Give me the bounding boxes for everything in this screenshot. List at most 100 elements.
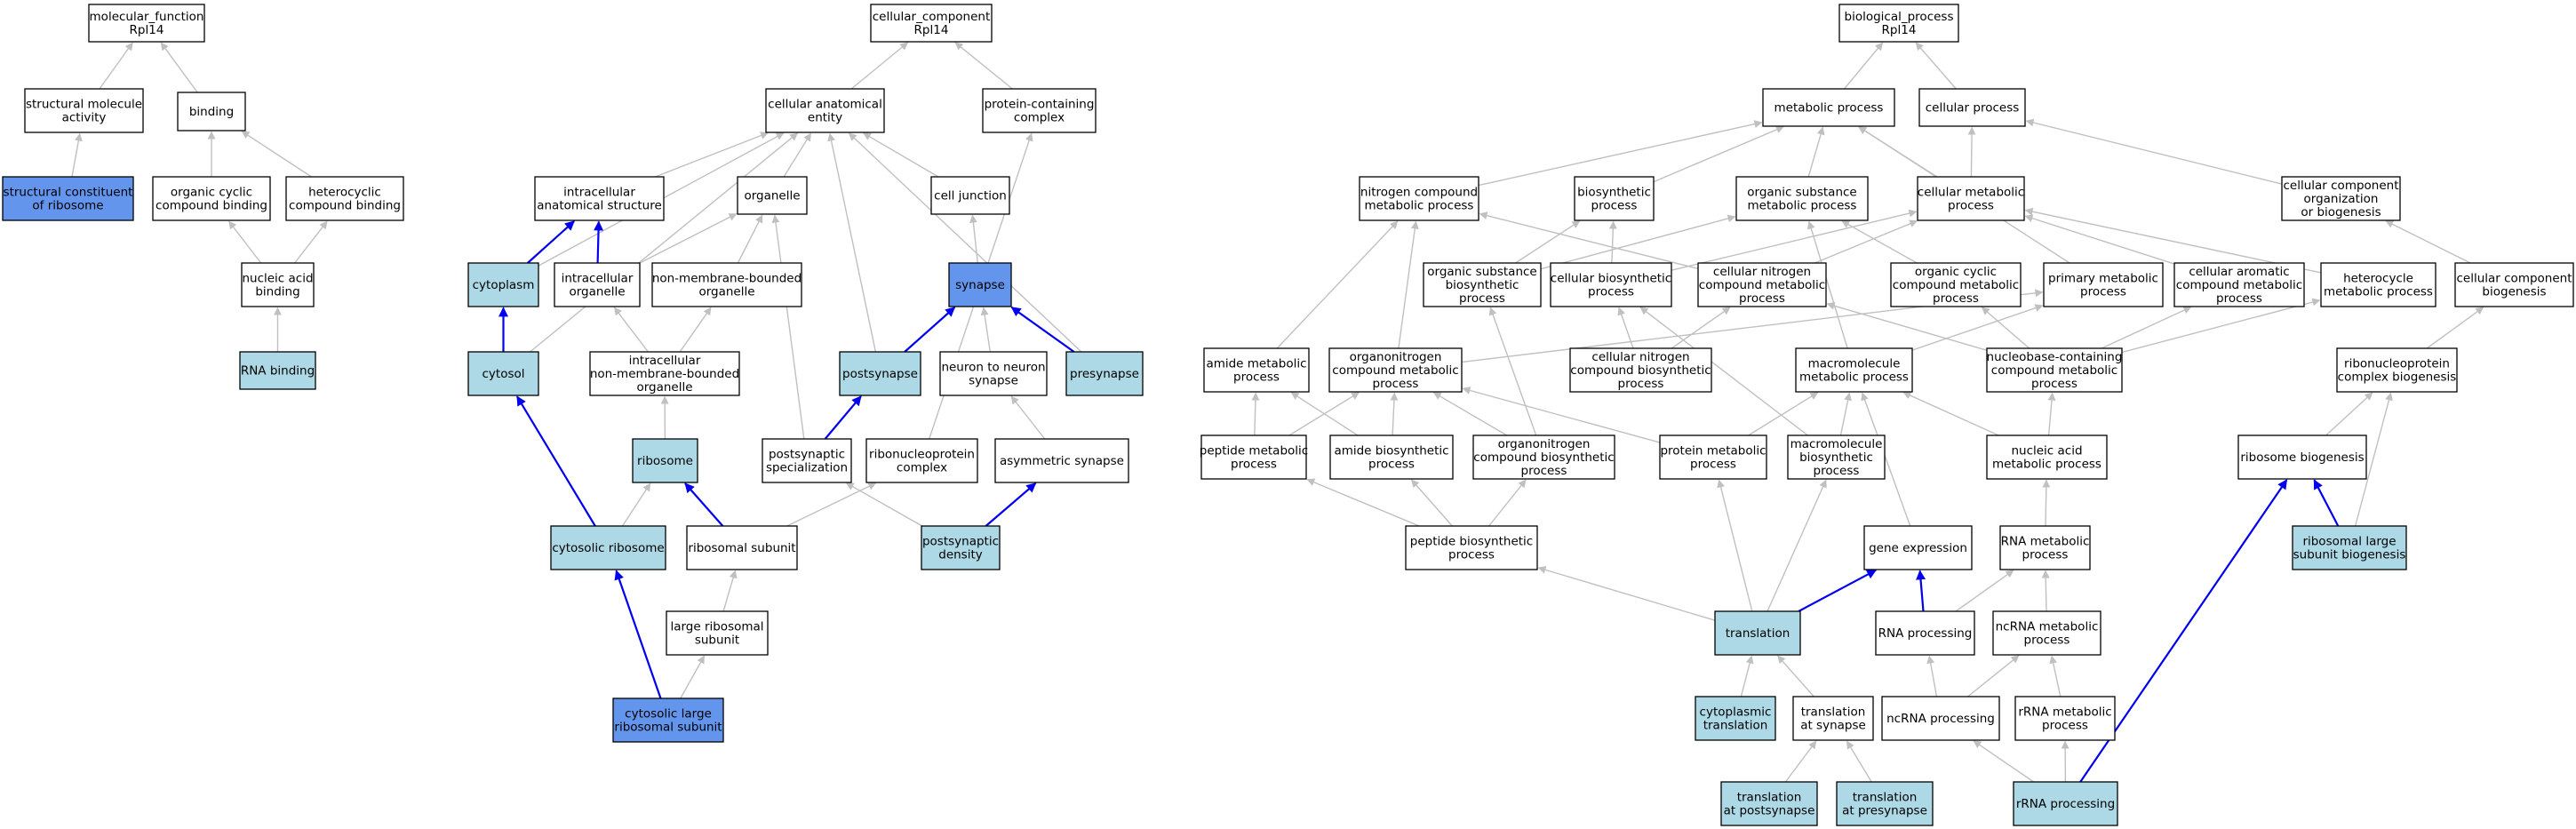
node-inmbo[interactable]: intracellularnon-membrane-boundedorganel… bbox=[589, 351, 740, 396]
node-label: cellular component bbox=[2283, 179, 2398, 193]
node-box bbox=[1569, 347, 1712, 393]
node-cellproc[interactable]: cellular process bbox=[1918, 88, 2026, 127]
node-organelle[interactable]: organelle bbox=[737, 176, 808, 215]
node-label: nucleobase-containing bbox=[1987, 350, 2123, 364]
edge-intra_org-to-ias bbox=[594, 220, 604, 264]
node-rna_bind[interactable]: RNA binding bbox=[239, 351, 316, 390]
edge-cacmp-to-cmp bbox=[2024, 214, 2175, 265]
node-box bbox=[467, 351, 539, 396]
node-cytosol[interactable]: cytosol bbox=[467, 351, 539, 396]
node-label: large ribosomal bbox=[670, 620, 763, 634]
node-presynapse[interactable]: presynapse bbox=[1065, 351, 1144, 396]
node-metab[interactable]: metabolic process bbox=[1762, 88, 1895, 127]
node-cytoplasm[interactable]: cytoplasm bbox=[467, 262, 539, 307]
node-label: process bbox=[1233, 371, 1280, 385]
node-celljunc[interactable]: cell junction bbox=[930, 176, 1010, 215]
node-box bbox=[1838, 4, 1959, 43]
edge-postsyn_dens-to-asym_syn bbox=[985, 482, 1037, 527]
node-geneexp[interactable]: gene expression bbox=[1863, 525, 1973, 570]
node-box bbox=[1329, 434, 1454, 480]
node-cyto_ribo[interactable]: cytosolic ribosome bbox=[550, 525, 666, 570]
node-asym_syn[interactable]: asymmetric synapse bbox=[994, 438, 1129, 483]
node-rrnaproc[interactable]: rRNA processing bbox=[2013, 781, 2118, 826]
node-translation[interactable]: translation bbox=[1714, 610, 1801, 656]
node-label: macromolecule bbox=[1790, 437, 1883, 451]
node-box bbox=[589, 351, 740, 396]
edge-mbp-to-mmp bbox=[1839, 392, 1852, 436]
node-label: intracellular bbox=[563, 186, 635, 200]
node-binding[interactable]: binding bbox=[177, 92, 246, 132]
node-label: entity bbox=[808, 111, 842, 125]
node-label: metabolic process bbox=[1748, 199, 1857, 213]
node-label: synapse bbox=[969, 374, 1018, 388]
node-ncrnaproc[interactable]: ncRNA processing bbox=[1881, 696, 2000, 741]
node-ribobio[interactable]: ribosome biogenesis bbox=[2237, 434, 2367, 480]
edge-asym_syn-to-n2n bbox=[1010, 395, 1046, 440]
node-label: translation bbox=[1703, 719, 1768, 733]
node-postsynapse[interactable]: postsynapse bbox=[839, 351, 921, 396]
node-label: ncRNA metabolic bbox=[1996, 620, 2099, 634]
node-label: process bbox=[1588, 285, 1634, 299]
node-rnaproc[interactable]: RNA processing bbox=[1875, 610, 1975, 656]
node-ribo_sub[interactable]: ribosomal subunit bbox=[686, 525, 798, 570]
node-box bbox=[1795, 347, 1913, 393]
node-synapse[interactable]: synapse bbox=[948, 262, 1012, 307]
node-ribosome[interactable]: ribosome bbox=[632, 438, 698, 483]
node-label: process bbox=[2216, 291, 2262, 306]
